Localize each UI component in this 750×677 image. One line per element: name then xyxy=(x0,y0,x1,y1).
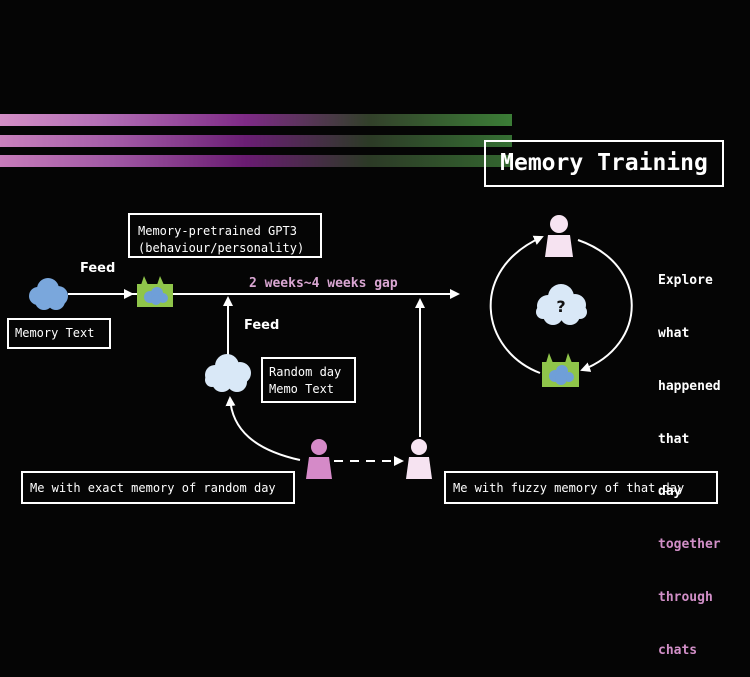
explore-line-pink: through xyxy=(658,589,713,605)
memory-text-box: Memory Text xyxy=(7,318,111,349)
exact-memory-box: Me with exact memory of random day xyxy=(21,471,295,504)
page-title: Memory Training xyxy=(484,140,724,187)
model-icon xyxy=(137,276,173,307)
explore-caption: Explore what happened that day together … xyxy=(658,237,721,677)
model-icon-cycle xyxy=(542,353,579,387)
person-icon-fuzzy xyxy=(406,439,432,479)
person-icon-cycle xyxy=(545,215,573,257)
feed-label-1: Feed xyxy=(80,261,116,276)
fuzzy-memory-box: Me with fuzzy memory of that day xyxy=(444,471,718,504)
explore-line: happened xyxy=(658,378,721,394)
cloud-question-mark: ? xyxy=(556,297,565,316)
memo-arrow xyxy=(225,396,301,461)
cloud-icon xyxy=(29,278,68,310)
explore-line: what xyxy=(658,325,690,341)
feed-label-2: Feed xyxy=(244,318,280,333)
explore-line: Explore xyxy=(658,273,713,289)
gradient-stripe-1 xyxy=(0,114,512,126)
explore-line-pink: together xyxy=(658,537,721,553)
random-day-memo-box: Random day Memo Text xyxy=(261,357,356,403)
person-icon-exact xyxy=(306,439,332,479)
cycle-arc-left xyxy=(489,235,544,374)
cycle-arc-right xyxy=(577,239,633,372)
gap-label: 2 weeks~4 weeks gap xyxy=(249,276,398,291)
gradient-stripe-3 xyxy=(0,155,512,167)
gpt-model-box: Memory-pretrained GPT3 (behaviour/person… xyxy=(128,213,322,258)
diagram-canvas: ? xyxy=(29,215,633,479)
explore-line-pink: chats xyxy=(658,642,698,658)
gradient-stripe-2 xyxy=(0,135,512,147)
explore-line: day xyxy=(658,484,682,500)
explore-line: that xyxy=(658,431,690,447)
question-cloud-icon: ? xyxy=(536,284,587,325)
random-day-cloud-icon xyxy=(205,354,251,392)
